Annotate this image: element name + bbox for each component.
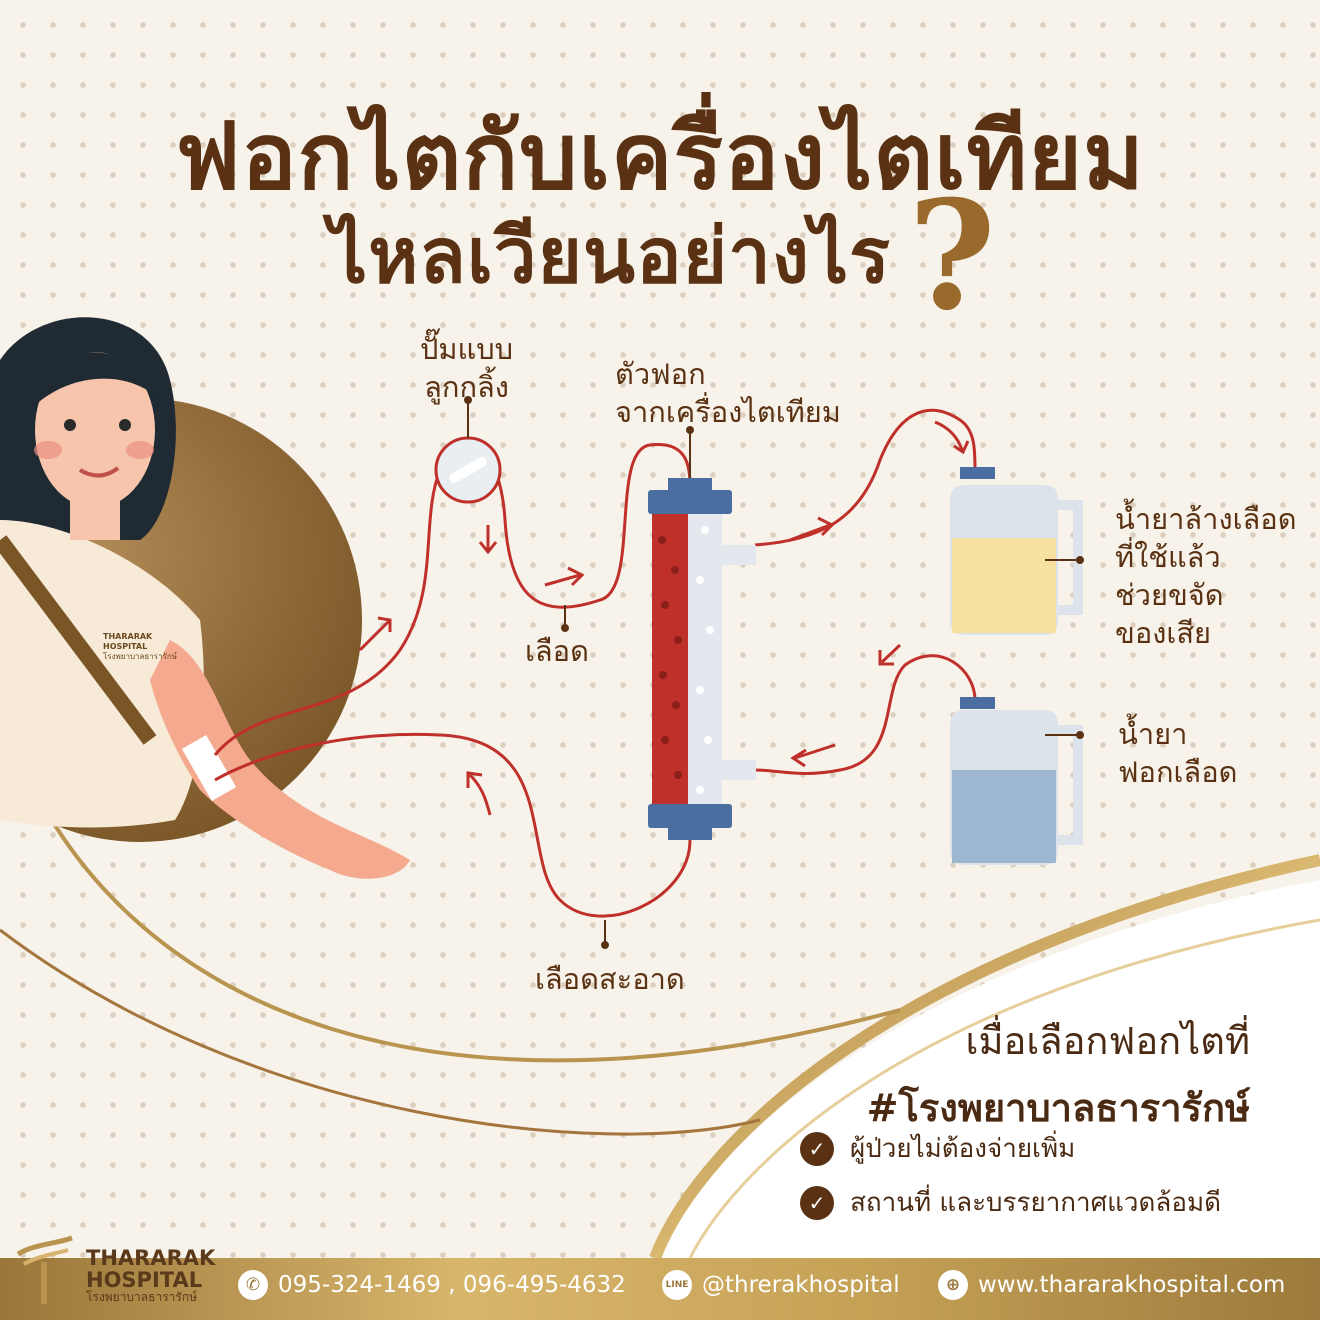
pump-label: ปั๊มแบบ ลูกกลิ้ง [420, 330, 513, 406]
logo-sub: โรงพยาบาลธารารักษ์ [86, 1290, 198, 1304]
mouth [78, 466, 120, 478]
dialyzer-bottom [648, 804, 732, 828]
jug-handle [1058, 725, 1083, 845]
bag-strap [0, 535, 157, 745]
footer-website[interactable]: ⊕ www.thararakhospital.com [938, 1270, 1285, 1300]
line-id: @threrakhospital [702, 1272, 900, 1298]
bandage [181, 735, 237, 801]
dialyzer-label: ตัวฟอก จากเครื่องไตเทียม [615, 355, 841, 431]
shirt-badge-sub: โรงพยาบาลธารารักษ์ [103, 652, 178, 661]
jug-cap [960, 467, 995, 479]
dialyzer-label-line: จากเครื่องไตเทียม [615, 395, 841, 429]
hospital-logo: THARARAK HOSPITAL โรงพยาบาลธารารักษ์ [10, 1232, 220, 1312]
phone-icon: ✆ [238, 1270, 268, 1300]
arrow-icon [478, 525, 498, 555]
hospital-callout: เมื่อเลือกฟอกไตที่ #โรงพยาบาลธารารักษ์ [867, 1010, 1250, 1138]
dialysate-line: ฟอกเลือด [1118, 755, 1238, 789]
page-subtitle: ไหลเวียนอย่างไร [328, 211, 892, 300]
arrow-icon [934, 420, 970, 455]
logo-line1: THARARAK [86, 1246, 216, 1270]
gold-curve-1 [38, 799, 901, 1063]
check-icon: ✓ [800, 1131, 834, 1166]
patient-illustration [0, 317, 410, 879]
page-title: ฟอกไตกับเครื่องไตเทียม [175, 103, 1145, 210]
dialyzer-label-line: ตัวฟอก [615, 357, 706, 391]
check-icon: ✓ [800, 1185, 834, 1220]
tube-return [214, 732, 692, 918]
jug-liquid [952, 770, 1056, 863]
tube-waste [754, 408, 977, 547]
used-dialysate-line: ที่ใช้แล้ว [1115, 540, 1221, 574]
gold-swoosh [649, 854, 1320, 1261]
tube-dialysate [754, 654, 977, 776]
flow-arrows [358, 420, 970, 816]
website-url: www.thararakhospital.com [978, 1272, 1286, 1298]
shirt-badge: THARARAK HOSPITAL โรงพยาบาลธารารักษ์ [103, 632, 183, 662]
gold-curve-2 [0, 928, 761, 1136]
dialysate-label: น้ำยา ฟอกเลือด [1118, 715, 1237, 791]
clean-blood-label: เลือดสะอาด [535, 962, 685, 996]
face [35, 352, 155, 508]
roller-pump [434, 436, 502, 504]
dialysate-dots [696, 526, 714, 794]
cheek-right [126, 441, 154, 459]
used-dialysate-line: ของเสีย [1115, 616, 1212, 650]
pump-label-line: ลูกกลิ้ง [424, 370, 509, 404]
footer-bar [0, 1258, 1320, 1320]
dialyzer-cap-bottom [668, 828, 712, 840]
hair-bangs [30, 352, 160, 410]
cheek-left [34, 441, 62, 459]
arm [150, 640, 410, 879]
blood-label: เลือด [525, 634, 589, 668]
pump-roller [449, 457, 487, 483]
shirt-badge-brand: THARARAK HOSPITAL [103, 632, 153, 651]
jug-cap [960, 697, 995, 709]
used-dialysate-jug [950, 467, 1083, 635]
benefit-item: ✓ ผู้ป่วยไม่ต้องจ่ายเพิ่ม [800, 1128, 1075, 1169]
dialyzer-blood-side [652, 514, 688, 804]
jug-liquid [952, 538, 1056, 633]
phone-numbers: 095-324-1469 , 096-495-4632 [278, 1272, 626, 1298]
blood-cells [658, 536, 682, 779]
benefit-text: สถานที่ และบรรยากาศแวดล้อมดี [850, 1188, 1221, 1218]
used-dialysate-line: น้ำยาล้างเลือด [1115, 502, 1297, 536]
fresh-dialysate-jug [950, 697, 1083, 865]
arrow-icon [466, 771, 492, 816]
arrow-icon [878, 643, 902, 666]
dialyzer [648, 478, 756, 840]
callout-hashtag: #โรงพยาบาลธารารักษ์ [866, 1086, 1250, 1130]
question-mark-icon: ? [908, 168, 996, 344]
dialyzer-top [648, 490, 732, 514]
label-leaders [464, 396, 1084, 949]
footer-phones[interactable]: ✆ 095-324-1469 , 096-495-4632 [238, 1270, 626, 1300]
dialysate-line: น้ำยา [1118, 717, 1188, 751]
eye-left [64, 419, 76, 431]
benefit-item: ✓ สถานที่ และบรรยากาศแวดล้อมดี [800, 1182, 1221, 1223]
dialyzer-port-top [722, 545, 756, 565]
dialyzer-port-bottom [722, 760, 756, 780]
logo-mark-icon [16, 1235, 73, 1304]
neck [70, 500, 120, 540]
footer-line[interactable]: LINE @threrakhospital [662, 1270, 900, 1300]
benefit-text: ผู้ป่วยไม่ต้องจ่ายเพิ่ม [850, 1134, 1076, 1164]
gold-swoosh-thin [688, 918, 1320, 1259]
arrow-icon [358, 616, 392, 652]
jug-handle [1058, 500, 1083, 615]
dialyzer-cap-top [668, 478, 712, 490]
line-icon: LINE [662, 1270, 692, 1300]
eye-right [119, 419, 131, 431]
logo-line2: HOSPITAL [86, 1268, 203, 1292]
arrow-icon [789, 516, 835, 542]
used-dialysate-line: ช่วยขจัด [1115, 578, 1224, 612]
used-dialysate-label: น้ำยาล้างเลือด ที่ใช้แล้ว ช่วยขจัด ของเส… [1115, 500, 1297, 652]
callout-heading: เมื่อเลือกฟอกไตที่ [965, 1019, 1250, 1063]
tube-to-dialyzer [213, 441, 692, 756]
globe-icon: ⊕ [938, 1270, 968, 1300]
pump-label-line: ปั๊มแบบ [420, 332, 514, 366]
arrow-icon [544, 566, 585, 587]
arrow-icon [790, 743, 836, 768]
dialyzer-dialysate-side [688, 514, 722, 804]
